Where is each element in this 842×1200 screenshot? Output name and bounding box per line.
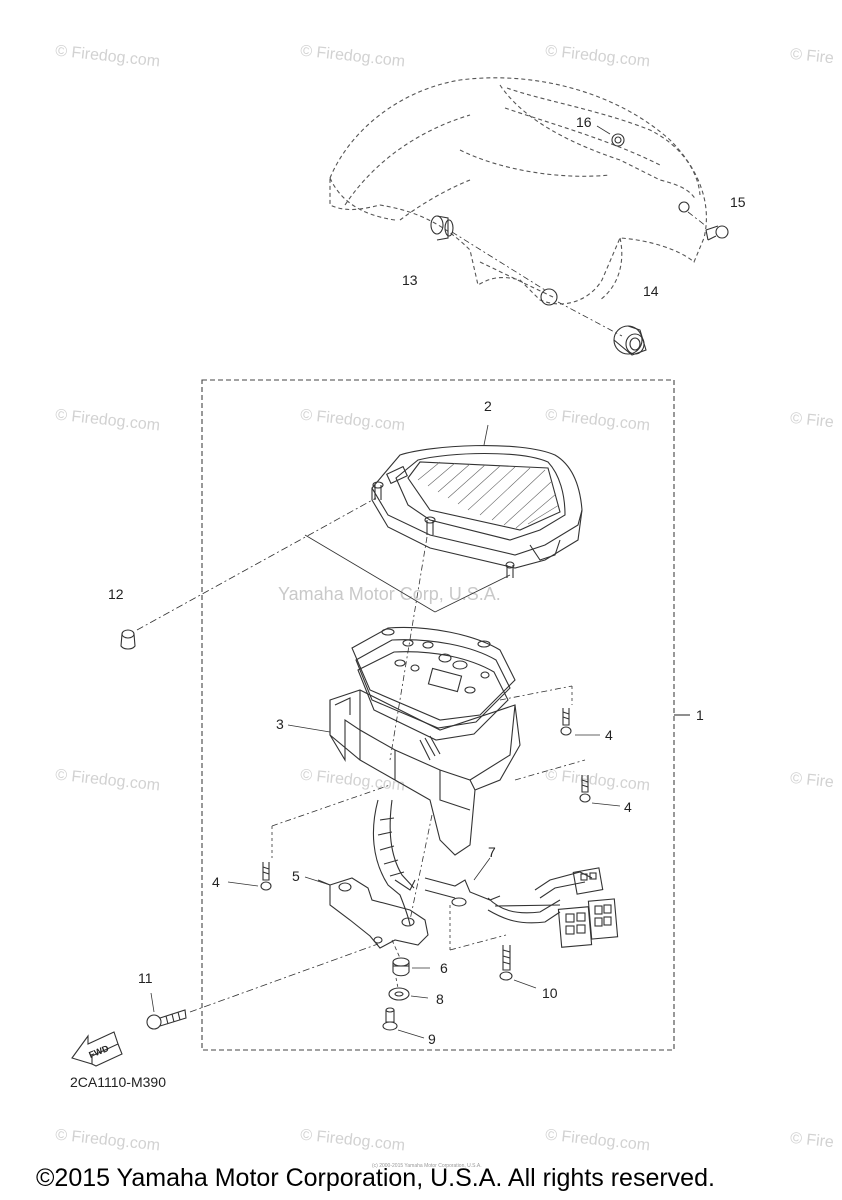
callout-8: 8 [436, 991, 444, 1007]
callout-15: 15 [730, 194, 746, 210]
meter-cover-2 [371, 444, 583, 578]
copyright-notice: ©2015 Yamaha Motor Corporation, U.S.A. A… [36, 1164, 715, 1192]
screw-15 [705, 225, 729, 241]
bolt-11 [146, 1009, 187, 1030]
callout-9: 9 [428, 1031, 436, 1047]
screw-4-right-lower [579, 775, 591, 803]
callout-4: 4 [605, 727, 613, 743]
cowl-outline [329, 77, 707, 305]
tiny-notice: (c) 2000-2015 Yamaha Motor Corporation, … [372, 1163, 482, 1169]
callout-4: 4 [624, 799, 632, 815]
fwd-arrow-icon [71, 1031, 123, 1067]
callout-7: 7 [488, 844, 496, 860]
callout-13: 13 [402, 272, 418, 288]
screw-4-right-upper [560, 708, 572, 736]
callout-16: 16 [576, 114, 592, 130]
callout-2: 2 [484, 398, 492, 414]
bracket-5 [317, 877, 429, 949]
callout-11: 11 [138, 970, 153, 986]
grommet-6 [392, 957, 410, 977]
callout-3: 3 [276, 716, 284, 732]
bolt-10 [499, 945, 513, 981]
screw-4-left [260, 862, 272, 891]
meter-body-3 [329, 626, 521, 926]
callout-4: 4 [212, 874, 220, 890]
callout-1: 1 [696, 707, 704, 723]
callout-12: 12 [108, 586, 124, 602]
diagram-code: 2CA1110-M390 [70, 1074, 166, 1090]
center-watermark: Yamaha Motor Corp, U.S.A. [278, 584, 501, 604]
grommet-16 [611, 133, 625, 147]
callout-14: 14 [643, 283, 659, 299]
wire-harness-7 [424, 867, 619, 948]
callout-10: 10 [542, 985, 558, 1001]
collar-13 [430, 215, 454, 241]
bolt-9 [382, 1007, 398, 1031]
assembly-box [201, 379, 675, 1051]
damper-14 [613, 325, 647, 356]
washer-8 [388, 987, 410, 1001]
callout-6: 6 [440, 960, 448, 976]
spacer-12 [120, 629, 136, 650]
callout-5: 5 [292, 868, 300, 884]
